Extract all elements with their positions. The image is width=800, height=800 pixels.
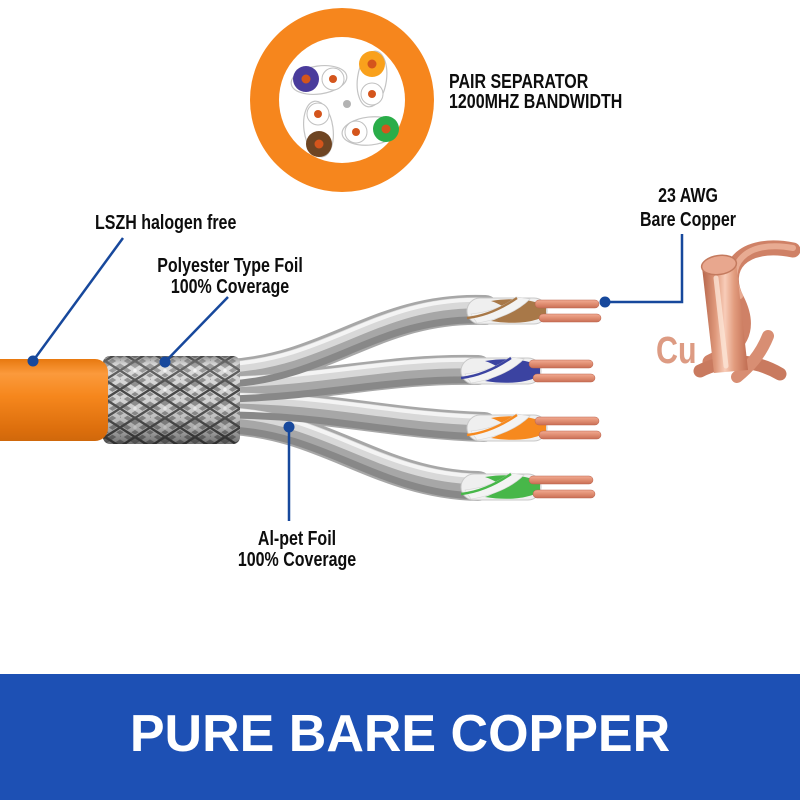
pair-separator-label: PAIR SEPARATOR 1200MHZ BANDWIDTH [449, 72, 622, 112]
twisted-pair-orange [466, 413, 602, 442]
lszh-jacket [0, 359, 108, 441]
alpet-foil-branches [230, 300, 485, 496]
awg-callout-line [606, 234, 684, 304]
pair-separator-label-line2: 1200MHZ BANDWIDTH [449, 91, 623, 113]
alpet-foil-label-line1: Al-pet Foil [257, 528, 337, 550]
polyester-foil-label-line1: Polyester Type Foil [157, 255, 303, 277]
lszh-callout-line [31, 237, 125, 362]
bare-copper-wires [693, 240, 800, 383]
awg-label-line2: Bare Copper [639, 209, 737, 231]
braided-shield [103, 356, 240, 444]
polyester-foil-label-line2: 100% Coverage [170, 276, 290, 298]
bottom-banner: PURE BARE COPPER [0, 674, 800, 800]
cable-cross-section-diagram [250, 8, 434, 192]
awg-bare-copper-label: 23 AWG Bare Copper [624, 184, 752, 232]
alpet-foil-label: Al-pet Foil 100% Coverage [229, 529, 365, 571]
stripped-cable [0, 296, 602, 501]
awg-label-line1: 23 AWG [658, 185, 718, 207]
cross-section-wires [293, 51, 399, 157]
pair-separator-label-line1: PAIR SEPARATOR [449, 71, 589, 93]
twisted-pair-brown [466, 296, 602, 325]
polyester-callout-line [164, 296, 229, 363]
twisted-pair-green [460, 472, 596, 501]
twisted-pair-blue [460, 356, 596, 385]
cross-section-core [279, 37, 405, 163]
callout-lines [27, 234, 684, 521]
pair-separator-center [343, 100, 351, 108]
cu-symbol-label: Cu [656, 330, 697, 372]
polyester-foil-label: Polyester Type Foil 100% Coverage [150, 256, 310, 298]
alpet-foil-label-line2: 100% Coverage [237, 549, 357, 571]
banner-title: PURE BARE COPPER [129, 705, 671, 763]
lszh-label: LSZH halogen free [95, 212, 237, 234]
